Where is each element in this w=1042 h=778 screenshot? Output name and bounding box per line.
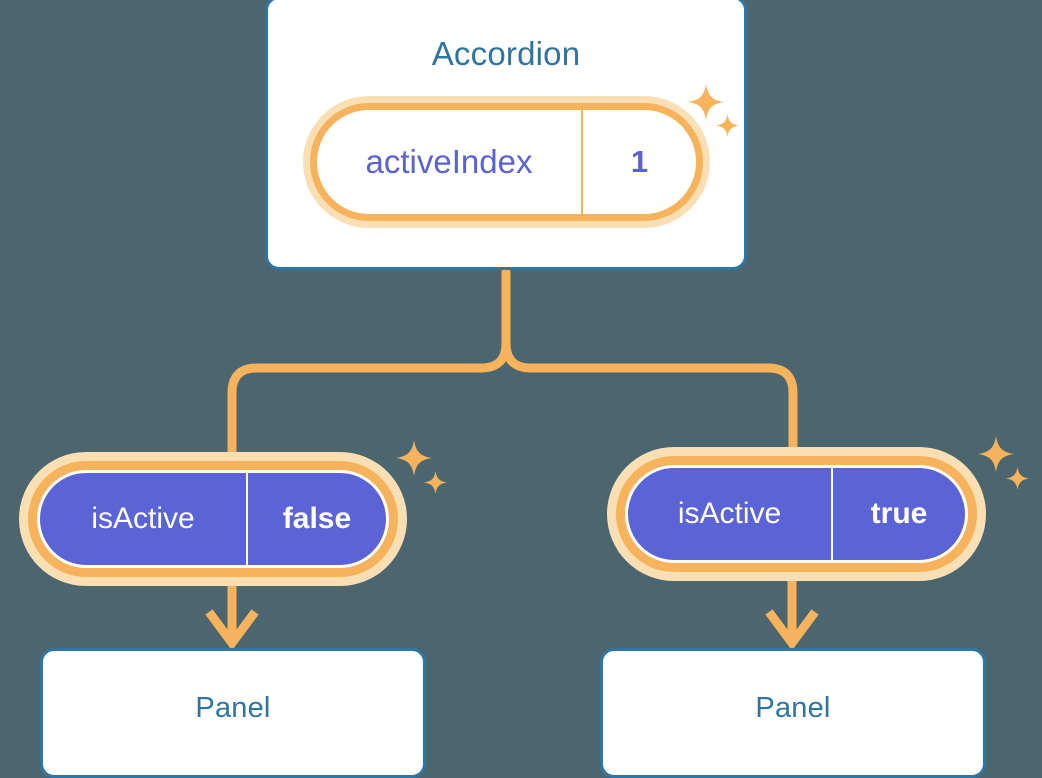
state-pill-active-index[interactable]: activeIndex 1 [310, 103, 703, 221]
state-key-label: activeIndex [317, 110, 583, 214]
sparkle-four-point-small-icon [424, 471, 447, 494]
state-pill-is-active-false[interactable]: isActive false [37, 470, 389, 568]
panel-card-left[interactable]: Panel [40, 648, 426, 778]
panel-title: Panel [755, 692, 831, 724]
state-key-label: isActive [40, 473, 248, 565]
sparkle-four-point-small-icon [1006, 467, 1029, 490]
state-pill-is-active-true[interactable]: isActive true [625, 465, 968, 563]
state-value-label: false [282, 502, 352, 535]
arrow-down-icon [205, 578, 259, 651]
state-key-label: isActive [628, 468, 833, 560]
branch-connector-icon [227, 267, 798, 465]
panel-title: Panel [195, 692, 271, 724]
panel-card-right[interactable]: Panel [600, 648, 986, 778]
page-title: Accordion [431, 35, 581, 72]
sparkle-four-point-large-icon [978, 436, 1014, 472]
sparkle-four-point-large-icon [396, 440, 432, 476]
state-value-label: 1 [630, 144, 649, 179]
arrow-down-icon [765, 573, 819, 651]
state-value-label: true [870, 497, 928, 530]
